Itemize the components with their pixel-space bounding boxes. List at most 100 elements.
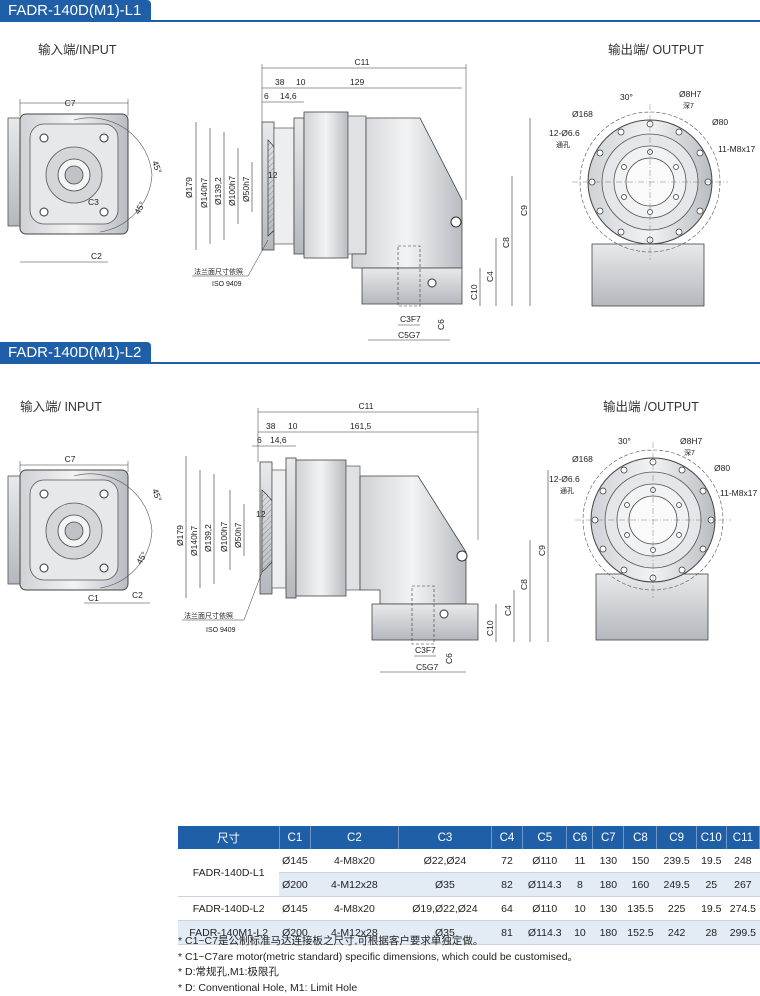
dim-c4: C4 [485, 271, 495, 282]
table-cell: 28 [696, 921, 726, 945]
table-header: C11 [726, 826, 759, 849]
table-cell: 72 [491, 849, 522, 873]
table-header-row: 尺寸 C1 C2 C3 C4 C5 C6 C7 C8 C9 C10 C11 [178, 826, 760, 849]
table-header: C9 [657, 826, 696, 849]
table-cell: 11 [567, 849, 593, 873]
table-cell: Ø110 [523, 897, 567, 921]
table-cell: 19.5 [696, 849, 726, 873]
table-header: C1 [279, 826, 310, 849]
table-cell: 130 [593, 849, 624, 873]
dim-30: 30° [620, 92, 633, 102]
dim-c11: C11 [355, 57, 370, 67]
table-header: C10 [696, 826, 726, 849]
table-cell: 239.5 [657, 849, 696, 873]
dim-m8: 11-M8x17 [718, 144, 755, 154]
dim-d140: Ø140h7 [199, 177, 209, 208]
dim-o80: Ø80 [714, 463, 730, 473]
dim-tongkong: 通孔 [556, 140, 570, 149]
dim-c5g7: C5G7 [398, 330, 420, 340]
table-row: FADR-140D-L1 Ø145 4-M8x20 Ø22,Ø24 72 Ø11… [178, 849, 760, 873]
dim-129: 129 [350, 77, 364, 87]
input-view-l1: C7 C2 45° 45° C3 [8, 98, 164, 262]
dim-c6: C6 [436, 319, 446, 330]
dim-deep7: 深7 [684, 448, 695, 457]
dim-45a: 45° [150, 159, 164, 175]
table-cell: 242 [657, 921, 696, 945]
flange-note: 法兰面尺寸依照 [194, 267, 243, 276]
dim-o12: 12-Ø6.6 [549, 128, 580, 138]
flange-note: 法兰面尺寸依照 [184, 611, 233, 620]
table-cell: 180 [593, 873, 624, 897]
dim-c7: C7 [65, 98, 76, 108]
table-cell: 152.5 [624, 921, 657, 945]
dim-10: 10 [288, 421, 298, 431]
dim-c3f7: C3F7 [400, 314, 421, 324]
dim-c9: C9 [519, 205, 529, 216]
dim-14-6: 14,6 [270, 435, 287, 445]
table-header: C5 [523, 826, 567, 849]
dim-tongkong: 通孔 [560, 486, 574, 495]
dim-c7: C7 [65, 454, 76, 464]
spec-table: 尺寸 C1 C2 C3 C4 C5 C6 C7 C8 C9 C10 C11 FA… [178, 826, 760, 945]
table-cell: 8 [567, 873, 593, 897]
footnote: * C1~C7是公制标准马达连接板之尺寸,可根据客户要求单独定做。 [178, 934, 578, 950]
table-cell: 225 [657, 897, 696, 921]
table-header: C3 [398, 826, 491, 849]
dim-c2: C2 [132, 590, 143, 600]
dim-12: 12 [256, 509, 266, 519]
table-header: C4 [491, 826, 522, 849]
dim-c5g7: C5G7 [416, 662, 438, 672]
dim-38: 38 [266, 421, 276, 431]
table-cell: 64 [491, 897, 522, 921]
table-cell: Ø200 [279, 873, 310, 897]
dim-c9: C9 [537, 545, 547, 556]
dim-d139: Ø139,2 [213, 177, 223, 205]
table-header: C6 [567, 826, 593, 849]
dim-c1: C1 [88, 593, 99, 603]
table-header: C7 [593, 826, 624, 849]
dim-12: 12 [268, 170, 278, 180]
table-cell: Ø145 [279, 849, 310, 873]
dim-c2: C2 [91, 251, 102, 261]
table-cell: Ø145 [279, 897, 310, 921]
dim-d50: Ø50h7 [241, 176, 251, 202]
dim-c4: C4 [503, 605, 513, 616]
dim-o168: Ø168 [572, 454, 593, 464]
dim-d179: Ø179 [184, 177, 194, 198]
dim-o80: Ø80 [712, 117, 728, 127]
dim-c10: C10 [485, 620, 495, 636]
table-cell: 267 [726, 873, 759, 897]
dim-10: 10 [296, 77, 306, 87]
dim-o168: Ø168 [572, 109, 593, 119]
dim-o8: Ø8H7 [679, 89, 701, 99]
dim-30: 30° [618, 436, 631, 446]
table-cell: 249.5 [657, 873, 696, 897]
table-header: 尺寸 [178, 826, 279, 849]
table-cell: 4-M12x28 [310, 873, 398, 897]
dim-c8: C8 [501, 237, 511, 248]
table-header: C8 [624, 826, 657, 849]
table-cell: 10 [567, 897, 593, 921]
footnote: * C1~C7are motor(metric standard) specif… [178, 950, 578, 966]
table-header: C2 [310, 826, 398, 849]
table-cell: 180 [593, 921, 624, 945]
dim-6: 6 [257, 435, 262, 445]
table-cell: FADR-140D-L2 [178, 897, 279, 921]
dim-c11: C11 [359, 401, 374, 411]
iso-note: ISO 9409 [206, 627, 236, 634]
dim-deep7: 深7 [683, 101, 694, 110]
table-cell: Ø22,Ø24 [398, 849, 491, 873]
table-cell: 150 [624, 849, 657, 873]
table-cell: 82 [491, 873, 522, 897]
dim-45a: 45° [150, 487, 164, 503]
table-cell: Ø114.3 [523, 873, 567, 897]
table-cell: Ø110 [523, 849, 567, 873]
table-cell: 248 [726, 849, 759, 873]
table-cell: 4-M8x20 [310, 897, 398, 921]
footnote: * D:常规孔,M1:极限孔 [178, 965, 578, 981]
table-cell: FADR-140D-L1 [178, 849, 279, 897]
dim-45b: 45° [132, 200, 147, 216]
footnote: * D: Conventional Hole, M1: Limit Hole [178, 981, 578, 996]
table-cell: 25 [696, 873, 726, 897]
dim-c3f7: C3F7 [415, 645, 436, 655]
